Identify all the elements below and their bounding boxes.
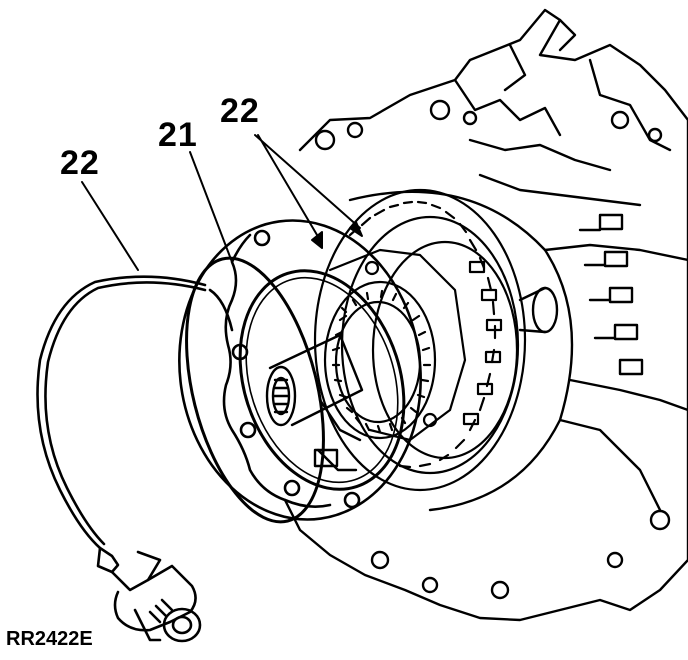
leader-21 bbox=[189, 151, 233, 263]
speed-sensor-harness-22 bbox=[36, 275, 234, 643]
transmission-case bbox=[283, 8, 688, 622]
input-shaft bbox=[265, 333, 364, 472]
o-ring-seals-22 bbox=[185, 256, 406, 524]
callout-22-right: 22 bbox=[220, 92, 260, 130]
leader-22-right-b bbox=[257, 134, 321, 241]
gasket-bolt-hole bbox=[283, 479, 301, 497]
callout-22-left: 22 bbox=[60, 144, 100, 182]
gasket-bolt-hole bbox=[239, 421, 257, 439]
figure-reference-id: RR2422E bbox=[6, 628, 93, 650]
leader-22-left bbox=[81, 181, 139, 271]
leader-arrowhead bbox=[349, 221, 363, 237]
leader-arrowhead bbox=[311, 231, 323, 249]
leader-22-right-a bbox=[254, 134, 361, 229]
gasket-bolt-hole bbox=[343, 491, 361, 509]
gasket-bolt-hole bbox=[253, 229, 271, 247]
leader-lines bbox=[81, 134, 363, 271]
callout-21: 21 bbox=[158, 116, 198, 154]
